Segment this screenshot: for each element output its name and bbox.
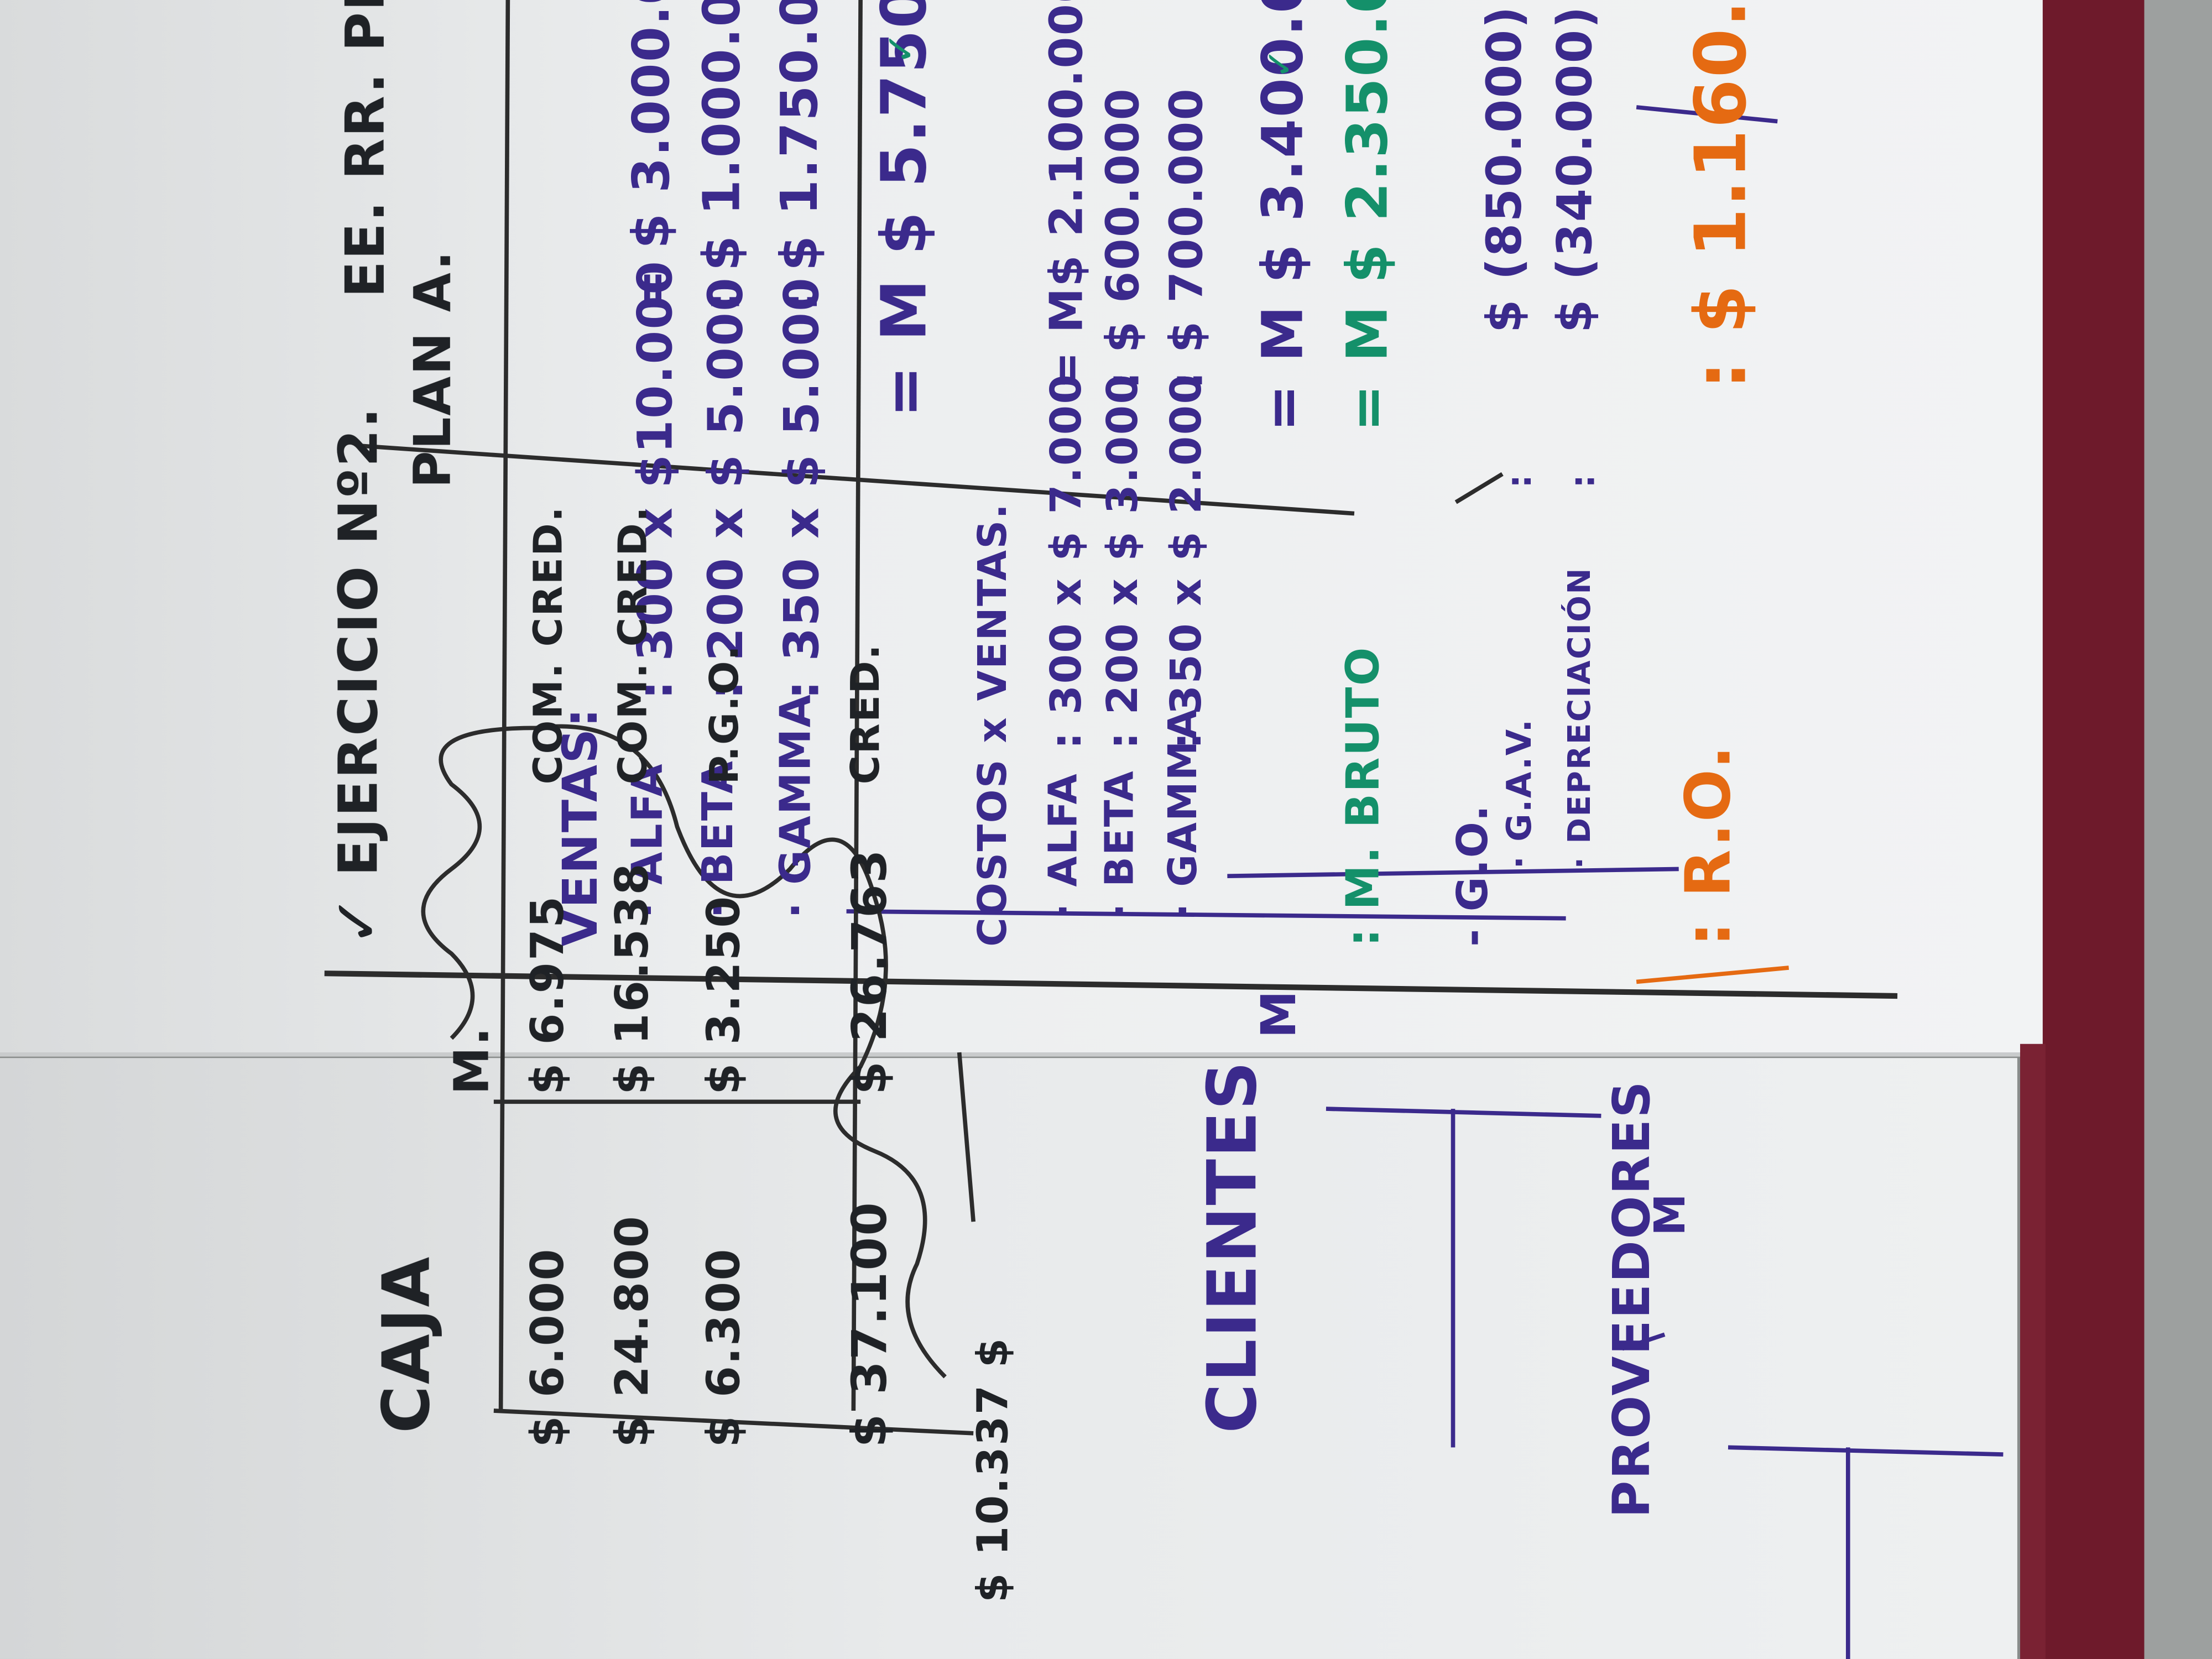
margen-bruto-value: = M $ 2.350.000 xyxy=(1335,0,1401,432)
whiteboard-frame-edge xyxy=(2020,1044,2046,1659)
main-divider-line xyxy=(324,971,1898,999)
caja-credit-total: $ 26.763 xyxy=(842,848,899,1095)
proveedores-m-label: M xyxy=(1646,1192,1696,1236)
whiteboard-panel-top xyxy=(0,0,2049,1056)
caja-balance: $ 10.337 $ xyxy=(969,1337,1019,1603)
caja-credit: $ 6.975 xyxy=(520,895,575,1095)
clientes-m-label: M xyxy=(1251,989,1308,1039)
exercise-title: EJERCICIO Nº2. xyxy=(327,406,390,877)
exercise-subtitle: EE. RR. PROYECTADO xyxy=(335,0,397,298)
clientes-title: CLIENTES xyxy=(1193,1060,1273,1433)
costos-total-check: ✓ xyxy=(1260,46,1302,79)
panel-seam xyxy=(0,1052,2046,1057)
caja-note: P.G.O. xyxy=(701,644,748,785)
go-heading: - G.O. xyxy=(1448,804,1499,947)
costos-heading: COSTOS x VENTAS. xyxy=(969,502,1016,947)
margen-bruto-label: : M. BRUTO xyxy=(1335,646,1390,947)
caja-credit: $ 16.538 xyxy=(605,862,659,1095)
whiteboard-panel-bottom xyxy=(0,1058,2017,1659)
caja-debit-total: $ 37.100 xyxy=(842,1201,899,1448)
caja-debit: $ 24.800 xyxy=(605,1214,659,1448)
caja-box-mid xyxy=(498,0,510,1411)
caja-title: CAJA xyxy=(368,1255,445,1433)
check-mark: ✓ xyxy=(321,893,394,947)
whiteboard-frame xyxy=(2042,0,2145,1659)
caja-cloud xyxy=(421,724,947,1379)
caja-credit: $ 3.250 xyxy=(697,895,751,1095)
resultado-value: : $ 1.160.000 xyxy=(1680,0,1762,390)
caja-m-label: M. xyxy=(444,1026,501,1095)
background-wall xyxy=(2144,0,2212,1659)
caja-box-top xyxy=(493,1408,974,1436)
caja-debit: $ 6.000 xyxy=(520,1248,575,1448)
proveedores-t-top xyxy=(1728,1445,2004,1457)
caja-debit: $ 6.300 xyxy=(697,1248,751,1448)
proveedores-title: PROVEEDORES xyxy=(1604,1079,1662,1518)
ventas-total-check: ✓ xyxy=(877,30,924,65)
caja-box-bottom xyxy=(851,0,863,1411)
plan-label: PLAN A. xyxy=(405,249,463,488)
caja-note: COM. CRED. xyxy=(524,505,572,785)
clientes-t-top xyxy=(1326,1107,1601,1118)
caja-note: CRED. xyxy=(842,643,889,785)
caja-note: COM. CRED. xyxy=(609,505,656,785)
resultado-label: : R.O. xyxy=(1673,744,1745,947)
